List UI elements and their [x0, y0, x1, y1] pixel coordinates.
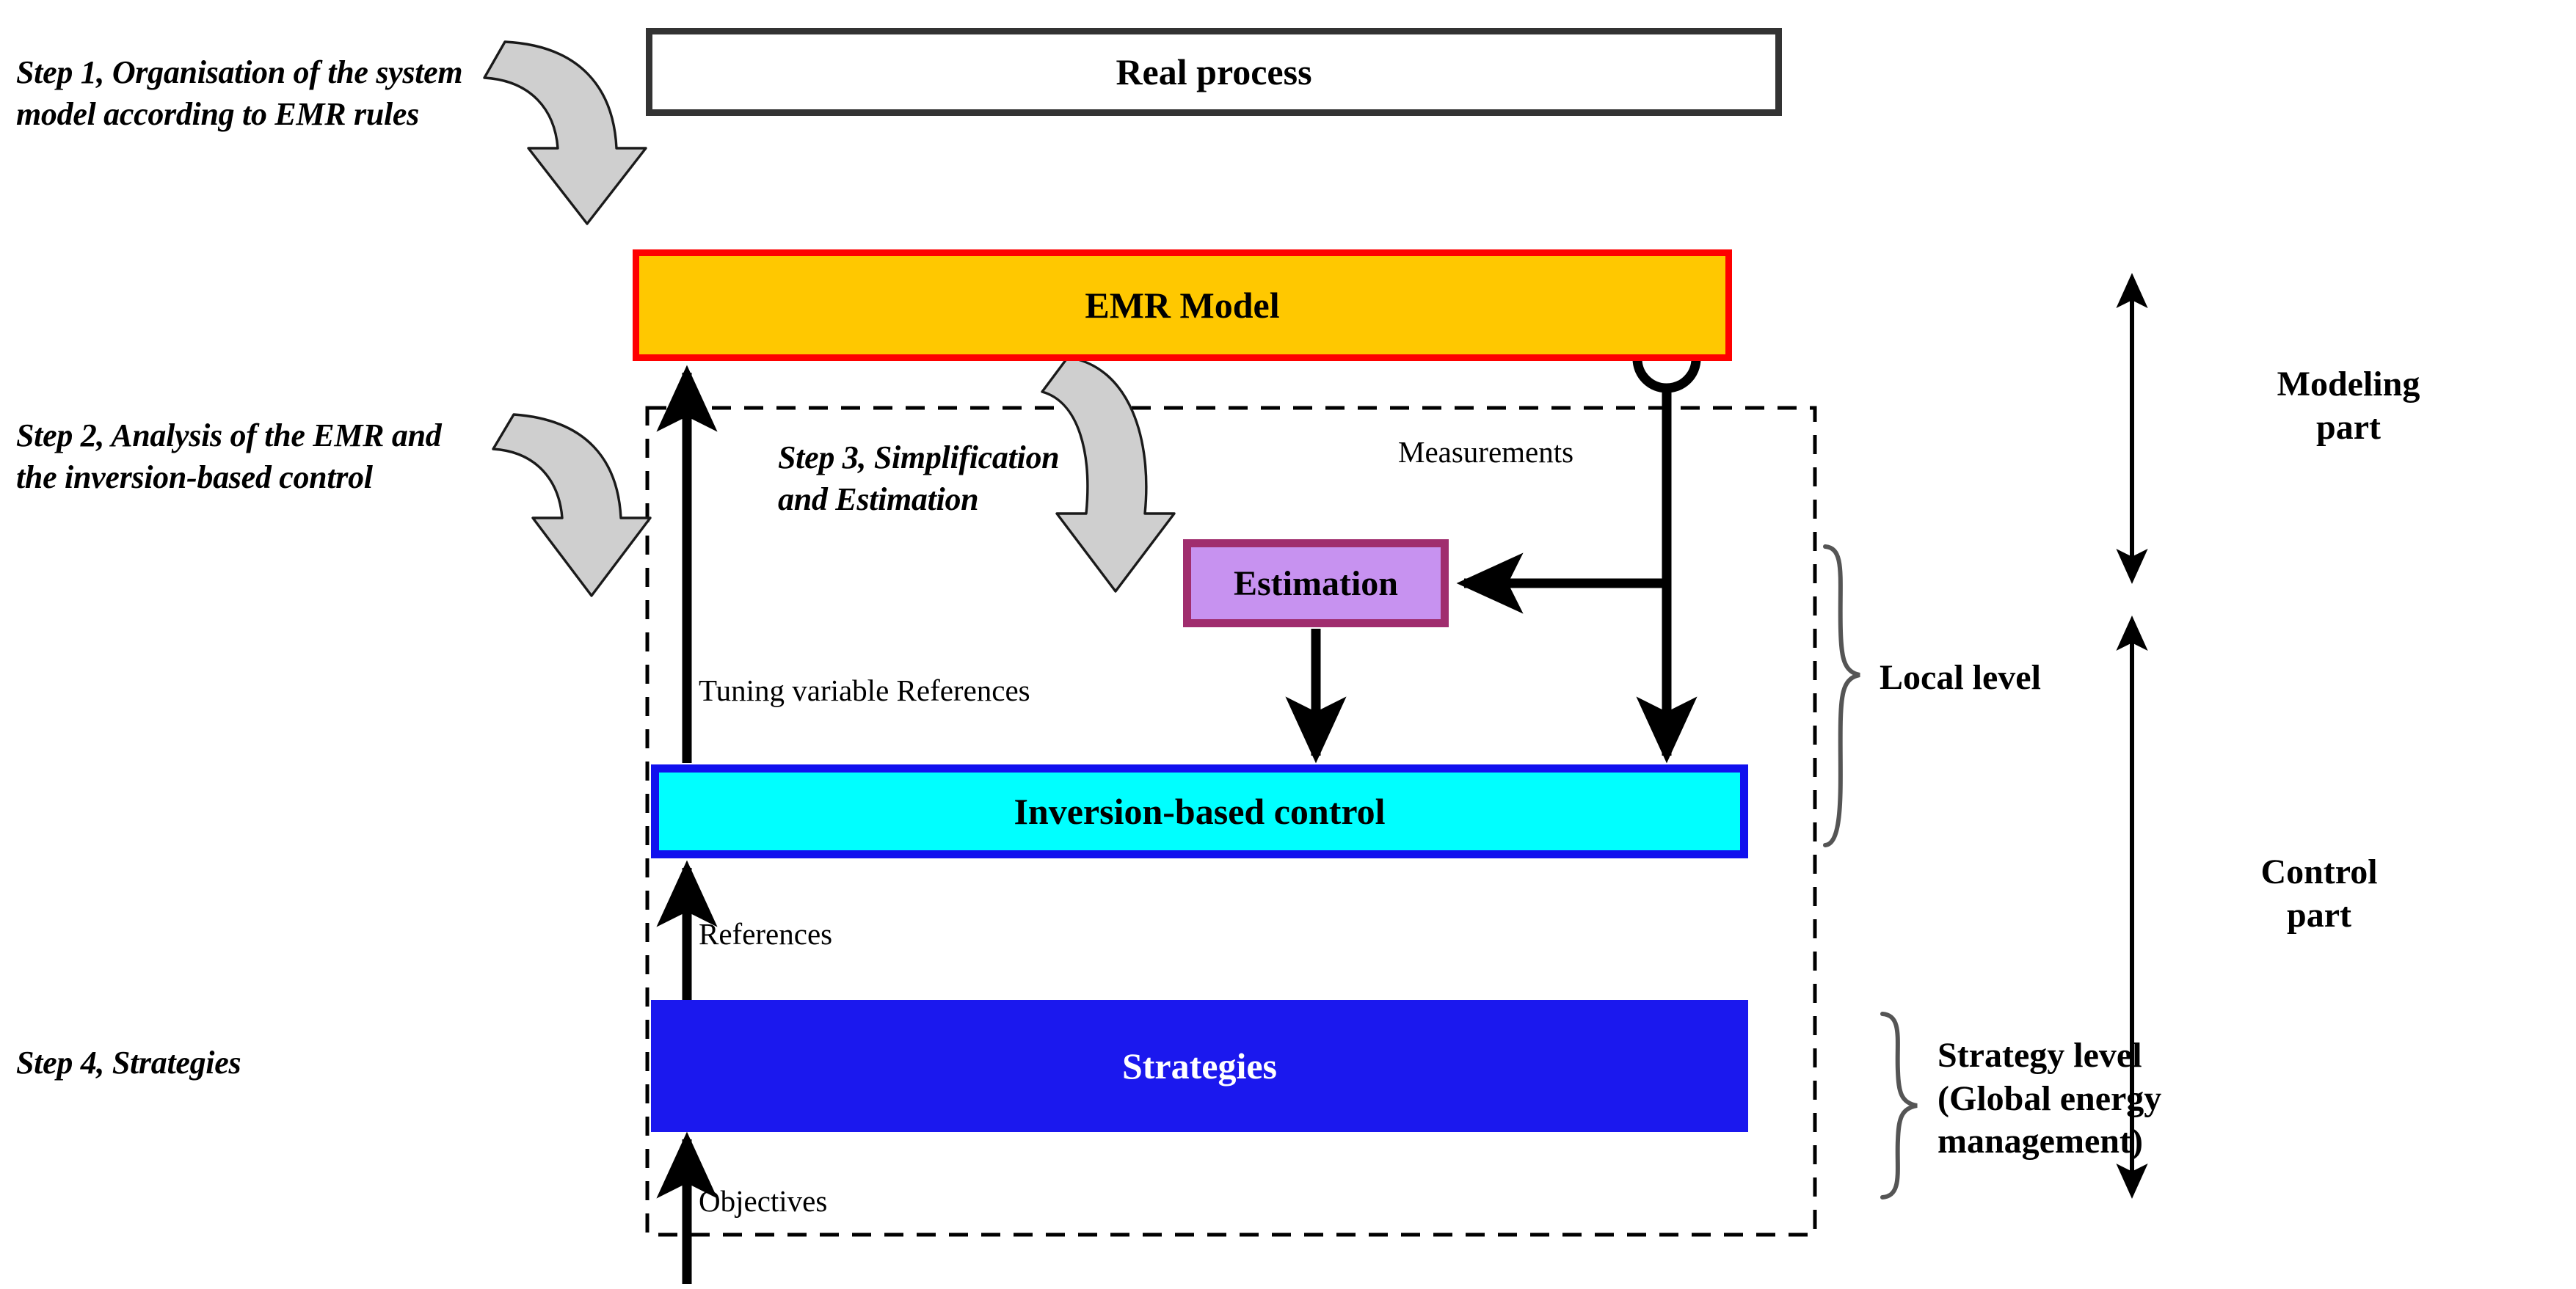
- strategy-level-brace: [1880, 1012, 1918, 1199]
- step1-block-arrow: [483, 40, 647, 225]
- strategies-box[interactable]: Strategies: [651, 1000, 1748, 1132]
- modeling-part-label: Modeling part: [2277, 365, 2420, 447]
- inversion-based-control-box[interactable]: Inversion-based control: [651, 764, 1748, 858]
- dashed-frame: [645, 406, 1817, 1237]
- objectives-label: Objectives: [699, 1184, 828, 1218]
- tuning-variable-references-label: Tuning variable References: [699, 673, 1030, 707]
- step2-block-arrow: [492, 413, 652, 597]
- real-process-box[interactable]: Real process: [646, 28, 1782, 116]
- emr-model-box[interactable]: EMR Model: [633, 249, 1732, 361]
- step-4-caption: Step 4, Strategies: [16, 1045, 241, 1081]
- estimation-box[interactable]: Estimation: [1183, 539, 1449, 627]
- measurements-label: Measurements: [1398, 435, 1574, 469]
- step-1-caption: Step 1, Organisation of the system model…: [16, 54, 463, 133]
- control-part-label: Control part: [2260, 852, 2378, 935]
- strategy-level-label: Strategy level (Global energy management…: [1938, 1036, 2162, 1161]
- local-level-brace: [1823, 544, 1860, 847]
- step-2-caption: Step 2, Analysis of the EMR and the inve…: [16, 417, 442, 496]
- step-3-caption: Step 3, Simplification and Estimation: [778, 439, 1060, 518]
- step3-block-arrow: [1041, 356, 1176, 593]
- local-level-label: Local level: [1880, 658, 2041, 697]
- references-label: References: [699, 917, 833, 951]
